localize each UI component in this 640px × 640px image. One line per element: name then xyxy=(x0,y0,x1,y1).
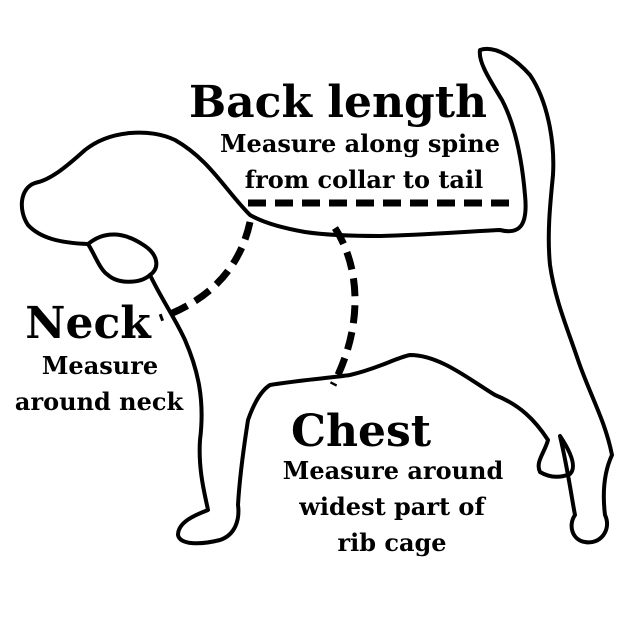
chest-title: Chest xyxy=(291,406,432,457)
back-length-line-1: Measure along spine xyxy=(220,129,500,158)
chest-line-3: rib cage xyxy=(337,528,446,557)
dog-ear-outline xyxy=(86,232,159,277)
dog-outline xyxy=(19,46,614,546)
chest-line-1: Measure around xyxy=(283,456,504,485)
back-length-line-2: from collar to tail xyxy=(245,165,483,194)
neck-dashed-line xyxy=(158,221,254,322)
neck-title: Neck xyxy=(25,298,152,349)
neck-line-2: around neck xyxy=(15,387,185,416)
neck-line-1: Measure xyxy=(42,351,158,380)
chest-line-2: widest part of xyxy=(298,492,486,521)
chest-dashed-line xyxy=(329,226,359,387)
back-length-title: Back length xyxy=(189,77,487,128)
